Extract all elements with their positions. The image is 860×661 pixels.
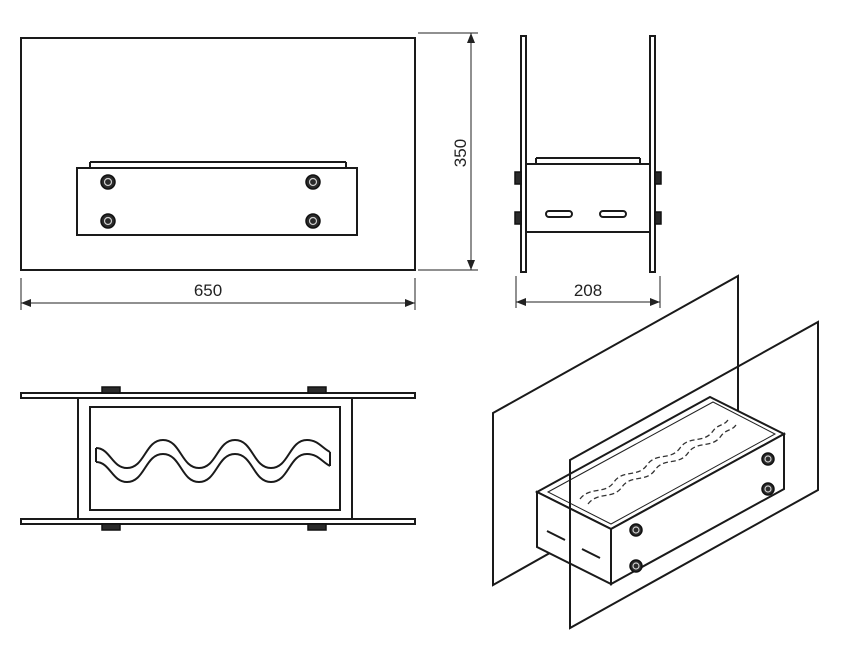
width-label: 650 [194,281,222,300]
side-view [514,35,662,273]
width-dimension: 650 [20,278,416,310]
depth-dimension: 208 [515,276,661,308]
top-burner-inner [89,406,341,511]
bolt-icon [629,452,775,573]
wave-burner-icon [95,438,331,484]
isometric-view [492,274,819,630]
top-view [20,386,416,531]
height-dimension: 350 [418,32,478,271]
iso-front-glass [569,320,819,630]
side-burner-box [525,163,651,233]
iso-dashed-wave [579,419,737,505]
side-glass-panel-right [649,35,656,273]
iso-box-side [610,432,785,586]
side-glass-panel-left [520,35,527,273]
top-burner-outer [77,397,353,520]
depth-label: 208 [574,281,602,300]
front-glass-panel [20,37,416,271]
height-label: 350 [451,139,470,167]
front-view [20,37,416,271]
bolt-icon [100,174,321,229]
